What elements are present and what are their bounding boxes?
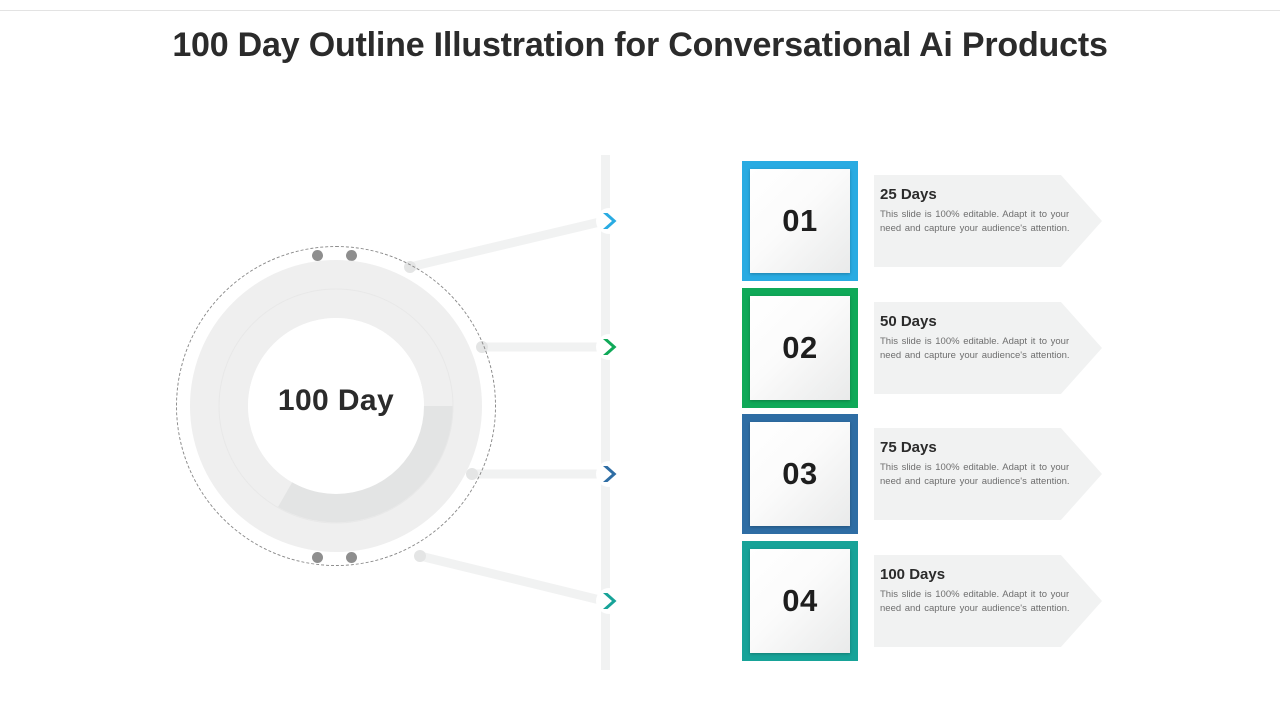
donut-center-label: 100 Day (277, 384, 395, 417)
ring-dot-bottom-right (346, 552, 357, 563)
step-number-box-3[interactable]: 03 (742, 414, 858, 534)
step-number-box-4[interactable]: 04 (742, 541, 858, 661)
step-body-4: This slide is 100% editable. Adapt it to… (880, 589, 1070, 615)
page-title: 100 Day Outline Illustration for Convers… (172, 26, 1108, 64)
donut-ring-graphic (190, 260, 482, 552)
step-number-2: 02 (750, 296, 850, 400)
step-banner-1[interactable]: 25 Days This slide is 100% editable. Ada… (874, 175, 1102, 267)
chevron-right-icon-4[interactable] (596, 588, 622, 614)
step-body-1: This slide is 100% editable. Adapt it to… (880, 209, 1070, 235)
step-title-4: 100 Days (880, 566, 946, 583)
top-divider (0, 10, 1280, 11)
chevron-right-icon-1[interactable] (596, 208, 622, 234)
step-banner-4[interactable]: 100 Days This slide is 100% editable. Ad… (874, 555, 1102, 647)
step-body-3: This slide is 100% editable. Adapt it to… (880, 462, 1070, 488)
step-title-1: 25 Days (880, 186, 937, 203)
ring-dot-bottom-left (312, 552, 323, 563)
step-number-box-1[interactable]: 01 (742, 161, 858, 281)
step-title-2: 50 Days (880, 313, 937, 330)
chevron-right-icon-3[interactable] (596, 461, 622, 487)
ring-dot-top-right (346, 250, 357, 261)
donut-chart: 100 Day (176, 246, 496, 566)
chevron-right-icon-2[interactable] (596, 334, 622, 360)
step-number-3: 03 (750, 422, 850, 526)
step-body-2: This slide is 100% editable. Adapt it to… (880, 336, 1070, 362)
timeline-spine (601, 155, 610, 670)
step-title-3: 75 Days (880, 439, 937, 456)
dashed-outer-ring (176, 246, 496, 566)
ring-dot-top-left (312, 250, 323, 261)
step-banner-2[interactable]: 50 Days This slide is 100% editable. Ada… (874, 302, 1102, 394)
step-number-1: 01 (750, 169, 850, 273)
step-banner-3[interactable]: 75 Days This slide is 100% editable. Ada… (874, 428, 1102, 520)
step-number-box-2[interactable]: 02 (742, 288, 858, 408)
step-number-4: 04 (750, 549, 850, 653)
